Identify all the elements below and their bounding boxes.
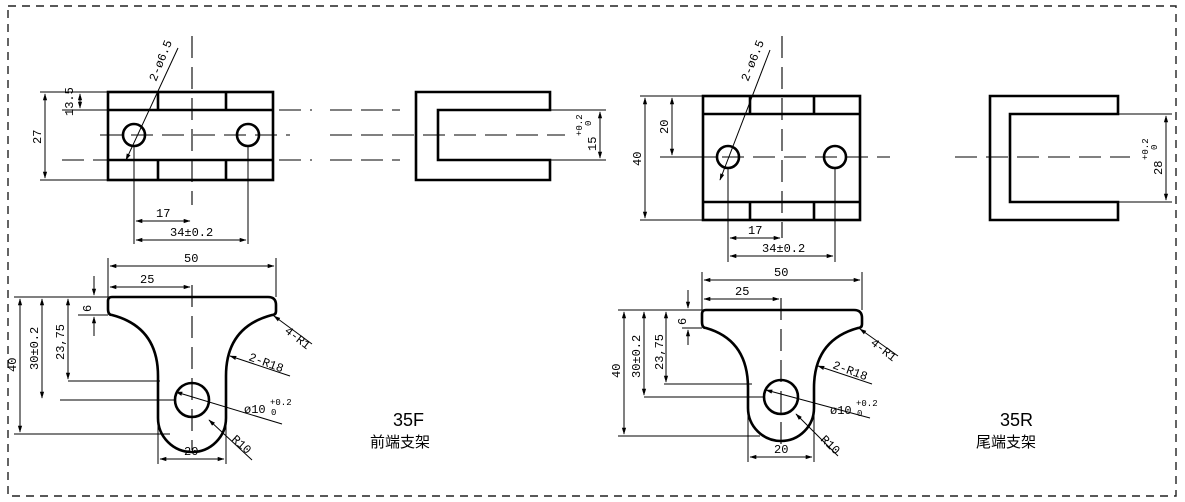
dim-right-height: 40 xyxy=(610,364,624,378)
right-part-name: 尾端支架 xyxy=(976,434,1036,451)
dim-left-hole-height: 30±0.2 xyxy=(28,327,42,370)
dim-left-depth: 27 xyxy=(31,130,45,144)
dim-left-end-radius: R10 xyxy=(228,433,253,458)
dim-right-center-height: 23,75 xyxy=(653,334,667,370)
dim-right-hole-tol-low: 0 xyxy=(857,409,862,419)
dim-left-center-height: 23,75 xyxy=(54,324,68,360)
dim-left-bottom-width: 20 xyxy=(184,445,198,459)
dim-right-hole-tol: +0.2 xyxy=(856,399,878,409)
left-front-view: 50 25 6 23,75 30±0.2 40 xyxy=(6,252,313,464)
dim-left-plate: 6 xyxy=(81,305,95,312)
left-part-code: 35F xyxy=(393,410,424,430)
dim-right-slot: 28 xyxy=(1152,161,1166,175)
dim-left-hole: ø10 xyxy=(244,403,266,417)
right-side-view: 28 +0.2 0 xyxy=(955,94,1172,222)
dim-right-half-pitch: 17 xyxy=(748,224,762,238)
dim-right-hole: ø10 xyxy=(830,404,852,418)
dim-left-slot-tol: +0.2 xyxy=(575,114,585,136)
left-side-view: 15 +0.2 0 xyxy=(330,90,606,182)
dim-right-offset: 20 xyxy=(658,120,672,134)
dim-left-hole-tol: +0.2 xyxy=(270,398,292,408)
dim-right-plate: 6 xyxy=(676,318,690,325)
dim-left-slot-tol-low: 0 xyxy=(584,121,594,126)
left-top-view: 2-ø6.5 13.5 27 17 34±0.2 xyxy=(31,36,312,244)
dim-right-bottom-width: 20 xyxy=(774,443,788,457)
dim-right-end-radius: R10 xyxy=(817,433,842,458)
dim-right-corner-radius: 4-R1 xyxy=(868,336,899,365)
dim-right-fillet-radius: 2-R18 xyxy=(831,359,870,384)
left-part-35f: 2-ø6.5 13.5 27 17 34±0.2 xyxy=(6,36,606,464)
right-front-view: 50 25 6 23,75 30±0.2 40 xyxy=(610,266,899,462)
dim-right-pitch: 34±0.2 xyxy=(762,242,805,256)
dim-right-half-width: 25 xyxy=(735,285,749,299)
dim-left-pitch: 34±0.2 xyxy=(170,226,213,240)
dim-right-width: 50 xyxy=(774,266,788,280)
sheet-border xyxy=(7,5,1177,497)
dim-left-half-pitch: 17 xyxy=(156,207,170,221)
right-part-code: 35R xyxy=(1000,410,1033,430)
dim-left-height: 40 xyxy=(6,358,20,372)
dim-right-depth: 40 xyxy=(631,152,645,166)
dim-left-offset: 13.5 xyxy=(63,87,77,116)
dim-left-hole-tol-low: 0 xyxy=(271,408,276,418)
left-part-name: 前端支架 xyxy=(370,434,430,451)
dim-right-holes: 2-ø6.5 xyxy=(739,38,768,83)
dim-left-corner-radius: 4-R1 xyxy=(282,324,313,353)
dim-right-hole-height: 30±0.2 xyxy=(630,335,644,378)
dim-right-slot-tol: +0.2 xyxy=(1141,138,1151,160)
dim-left-width: 50 xyxy=(184,252,198,266)
dim-left-half-width: 25 xyxy=(140,273,154,287)
dim-left-fillet-radius: 2-R18 xyxy=(247,351,286,376)
right-top-view: 2-ø6.5 20 40 17 34±0.2 xyxy=(631,36,890,262)
dim-right-slot-tol-low: 0 xyxy=(1150,145,1160,150)
right-part-35r: 2-ø6.5 20 40 17 34±0.2 28 xyxy=(610,36,1172,462)
dim-left-slot: 15 xyxy=(586,137,600,151)
